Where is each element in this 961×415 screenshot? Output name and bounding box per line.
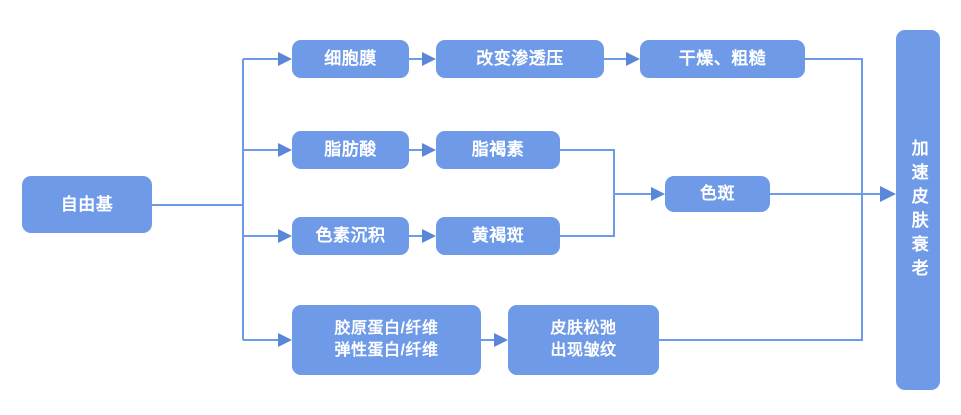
node-chloasma[interactable]: 黄褐斑	[436, 217, 560, 255]
node-lipofuscin[interactable]: 脂褐素	[436, 131, 560, 169]
arrow-head-to-fatty-acid	[278, 143, 292, 157]
node-collagen-elastin[interactable]: 胶原蛋白/纤维 弹性蛋白/纤维	[292, 305, 481, 375]
arrow-head-to-spots	[651, 187, 665, 201]
arrow-head-to-membrane	[278, 52, 292, 66]
node-dry-rough-skin[interactable]: 干燥、粗糙	[640, 40, 805, 78]
connector-dryness-to-bus	[805, 58, 863, 194]
connector-lipofuscin-to-merge	[560, 149, 615, 194]
arrow-head-to-outcome	[880, 186, 896, 202]
node-fatty-acid[interactable]: 脂肪酸	[292, 131, 409, 169]
arrow-head-to-osmosis	[422, 52, 436, 66]
arrow-head-to-pigment	[278, 229, 292, 243]
node-age-spots[interactable]: 色斑	[665, 176, 770, 212]
connector-chloasma-to-merge	[560, 194, 615, 237]
node-accelerated-skin-aging[interactable]: 加速皮肤衰老	[896, 30, 940, 390]
node-free-radicals[interactable]: 自由基	[22, 176, 152, 233]
node-cell-membrane[interactable]: 细胞膜	[292, 40, 409, 78]
arrow-head-to-dryness	[626, 52, 640, 66]
arrow-head-to-sagging	[494, 333, 508, 347]
node-pigment-deposition[interactable]: 色素沉积	[292, 217, 409, 255]
node-osmotic-pressure[interactable]: 改变渗透压	[436, 40, 604, 78]
node-sagging-wrinkles[interactable]: 皮肤松弛 出现皱纹	[508, 305, 659, 375]
arrow-head-to-collagen	[278, 333, 292, 347]
arrow-head-to-lipofuscin	[422, 143, 436, 157]
connector-sagging-to-bus	[659, 194, 863, 341]
arrow-head-to-chloasma	[422, 229, 436, 243]
